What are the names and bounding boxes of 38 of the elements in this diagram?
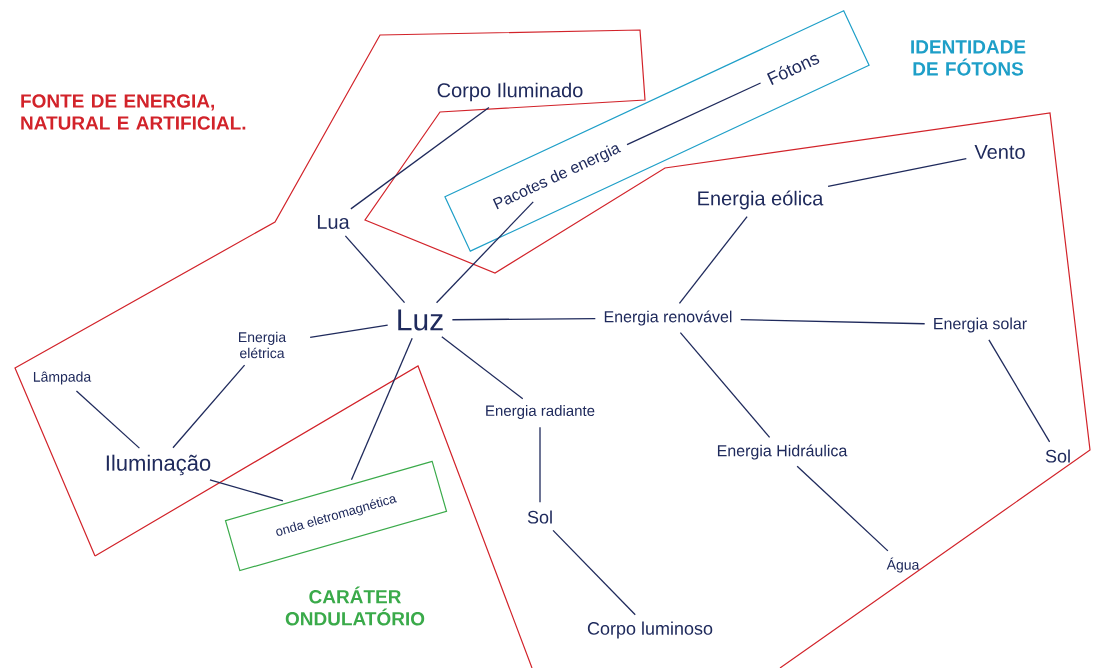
connector-line (740, 318, 926, 325)
concept-text: Energia radiante (486, 405, 595, 419)
connector-line (435, 201, 534, 304)
connector-line (75, 390, 141, 449)
concept-text: Energia renovável (604, 310, 732, 326)
concept-text: Energia solar (934, 317, 1027, 333)
connector-line (350, 106, 490, 210)
concept-text: Energia Hidráulica (717, 444, 848, 460)
concept-text: Energia elétrica (239, 331, 287, 359)
connector-line (552, 529, 636, 616)
node-label: CARÁTER ONDULATÓRIO (285, 586, 425, 626)
node-label: IDENTIDADE DE FÓTONS (911, 40, 1026, 76)
connector-line (441, 336, 524, 400)
concept-text: Sol (527, 510, 552, 524)
connector-line (539, 426, 541, 503)
concept-text: Lua (317, 215, 350, 229)
connector-line (988, 339, 1051, 443)
concept-text: Corpo luminoso (587, 621, 713, 639)
connector-line (679, 331, 771, 439)
connector-line (451, 317, 596, 321)
concept-text: Lâmpada (33, 371, 92, 385)
connector-line (344, 235, 406, 304)
connector-line (678, 215, 748, 304)
concept-text: Vento (974, 145, 1025, 159)
region-heading: FONTE DE ENERGIA, NATURAL E ARTIFICIAL. (21, 94, 246, 130)
connector-line (796, 465, 889, 552)
connector-line (209, 479, 284, 502)
connector-line (172, 364, 246, 449)
connector-line (827, 158, 967, 188)
concept-text: Sol (1045, 449, 1070, 463)
concept-text: Energia eólica (698, 190, 824, 210)
connector-line (350, 337, 413, 481)
connector-line (626, 82, 762, 146)
concept-text: Iluminação (106, 454, 211, 476)
connector-line (309, 324, 389, 339)
concept-text: Água (886, 557, 920, 573)
concept-text: Luz (398, 309, 443, 331)
concept-text: Corpo Iluminado (437, 82, 583, 102)
